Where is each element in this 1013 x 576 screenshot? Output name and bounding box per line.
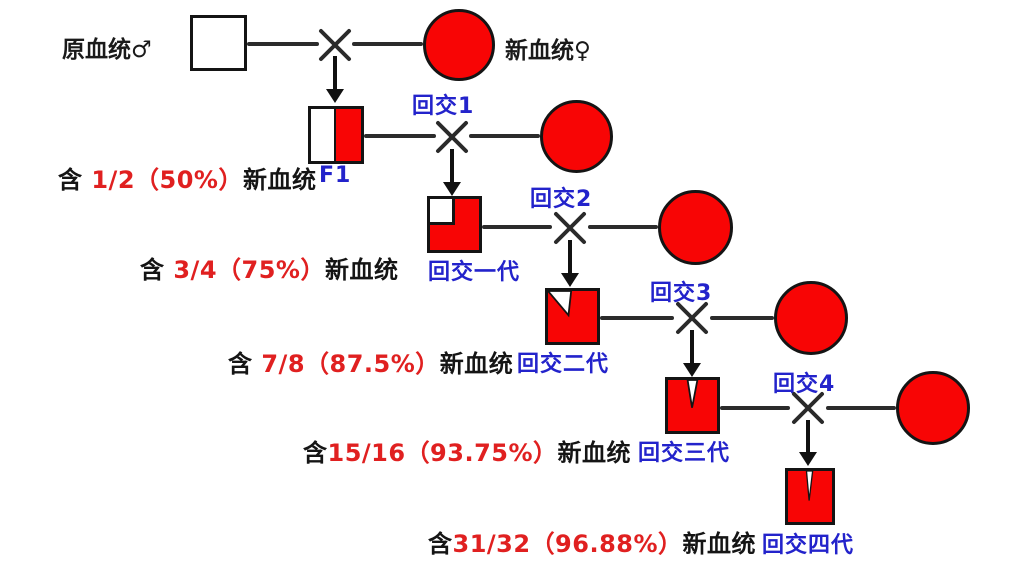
backcross-gen2-label: 回交二代 <box>517 352 610 377</box>
mating-line <box>600 316 674 320</box>
backcross-gen3-caption: 含15/16（93.75%）新血统 <box>303 439 632 467</box>
mating-line <box>710 316 774 320</box>
mating-line <box>469 134 540 138</box>
new-blood-circle <box>540 100 613 173</box>
new-blood-circle <box>896 371 970 445</box>
white-sliver-fill <box>805 471 814 501</box>
backcross-gen2-square <box>545 288 600 345</box>
f1-caption: 含 1/2（50%）新血统 <box>58 166 317 194</box>
new-blood-circle <box>658 190 733 265</box>
backcross2-label: 回交2 <box>530 187 593 212</box>
mother-label: 新血统♀ <box>505 38 591 64</box>
half-red-fill <box>334 109 361 161</box>
cross-icon <box>317 27 353 63</box>
mother-circle <box>423 9 495 81</box>
cross-icon <box>790 390 826 426</box>
mating-line <box>364 134 436 138</box>
father-square <box>190 15 247 71</box>
mating-line <box>588 225 658 229</box>
f1-label: F1 <box>319 163 352 188</box>
quarter-white-fill <box>430 199 455 225</box>
mating-line <box>720 406 790 410</box>
cross-icon <box>552 210 588 246</box>
f1-square <box>308 106 364 164</box>
mating-line <box>826 406 896 410</box>
backcross-gen3-square <box>665 377 720 434</box>
mating-line <box>482 225 552 229</box>
backcross1-label: 回交1 <box>412 94 475 119</box>
white-notch-fill <box>686 380 699 408</box>
backcross-gen3-label: 回交三代 <box>638 441 731 466</box>
mating-line <box>247 42 319 46</box>
backcross-gen4-caption: 含31/32（96.88%）新血统 <box>428 530 757 558</box>
mating-line <box>352 42 423 46</box>
white-wedge-fill <box>548 291 573 318</box>
backcross3-label: 回交3 <box>650 281 713 306</box>
backcross-gen1-caption: 含 3/4（75%）新血统 <box>140 256 399 284</box>
backcross4-label: 回交4 <box>773 372 836 397</box>
backcross-gen2-caption: 含 7/8（87.5%）新血统 <box>228 350 514 378</box>
backcross-gen4-label: 回交四代 <box>762 533 855 558</box>
backcross-gen4-square <box>785 468 835 525</box>
father-label: 原血统♂ <box>62 37 152 63</box>
backcross-gen1-label: 回交一代 <box>428 260 521 285</box>
new-blood-circle <box>774 281 848 355</box>
cross-icon <box>434 119 470 155</box>
cross-icon <box>674 300 710 336</box>
backcross-gen1-square <box>427 196 482 253</box>
